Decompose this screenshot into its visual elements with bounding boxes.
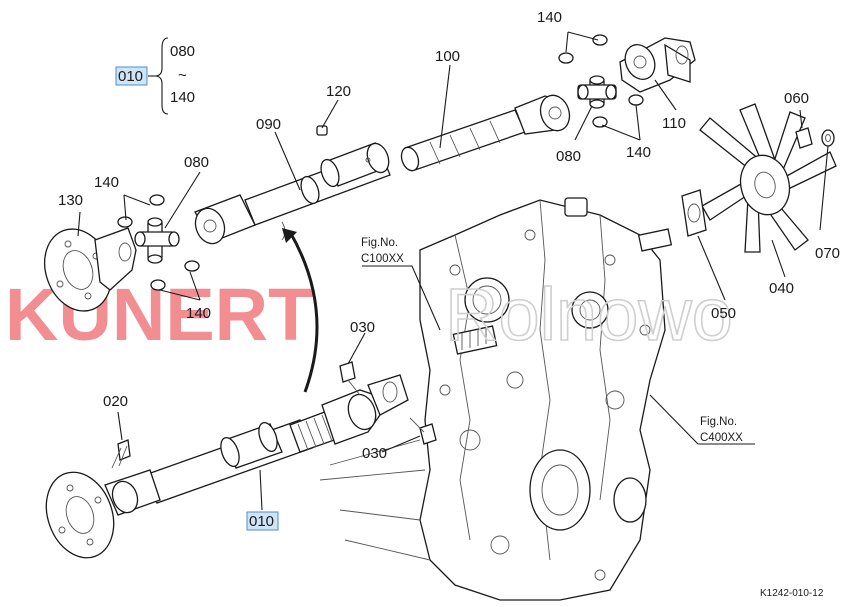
callout-080-a[interactable]: 080 [184,154,209,171]
range-key-label[interactable]: 010 [118,68,143,85]
gear-case [319,197,673,601]
fig-ref-c100-title[interactable]: Fig.No. [361,237,398,249]
yoke-110 [619,37,696,93]
fig-ref-c100: Fig.No. C100XX [361,237,404,265]
callout-030-a[interactable]: 030 [350,319,375,336]
leader-lines [77,31,829,511]
callout-140-a[interactable]: 140 [94,174,119,191]
plate-050 [681,189,707,237]
callout-060[interactable]: 060 [784,90,809,107]
fig-ref-c400: Fig.No. C400XX [700,416,743,444]
range-end-label: 140 [170,89,195,106]
callout-140-d[interactable]: 140 [626,144,651,161]
watermark-suffix: Rolnowo [445,273,733,356]
figure-code: K1242-010-12 [760,588,824,599]
callout-090[interactable]: 090 [256,116,281,133]
callout-050[interactable]: 050 [711,305,736,322]
callout-100[interactable]: 100 [435,48,460,65]
callout-030-b[interactable]: 030 [362,445,387,462]
callout-010[interactable]: 010 [249,513,274,530]
callout-080-b[interactable]: 080 [556,148,581,165]
shaft-100 [400,94,571,172]
callout-140-b[interactable]: 140 [186,305,211,322]
shaft-010 [45,374,409,559]
bolt-060 [795,127,813,149]
callout-130[interactable]: 130 [58,192,83,209]
pin-120 [316,125,328,136]
callout-labels: 010 080 ~ 140 010 020 030 030 040 050 06… [58,9,840,530]
callout-110[interactable]: 110 [662,115,686,132]
range-start-label: 080 [170,43,195,60]
callout-140-c[interactable]: 140 [537,9,562,26]
callout-070[interactable]: 070 [815,245,840,262]
fan-040 [699,103,837,253]
range-tilde-label: ~ [178,67,187,84]
spider-080-upper [558,34,644,128]
shaft-010-highlight [246,511,279,531]
callout-120[interactable]: 120 [326,83,351,100]
callout-020[interactable]: 020 [103,393,128,410]
shaft-090 [194,142,391,245]
flange-130 [44,227,137,312]
range-key-highlight [115,66,148,86]
spider-080-left [117,194,200,291]
washer-070 [821,129,835,147]
callout-040[interactable]: 040 [769,280,794,297]
fig-ref-c400-title[interactable]: Fig.No. [700,416,737,428]
fig-ref-c100-code[interactable]: C100XX [361,253,404,265]
fig-ref-c400-code[interactable]: C400XX [700,432,743,444]
bolts [111,361,437,469]
